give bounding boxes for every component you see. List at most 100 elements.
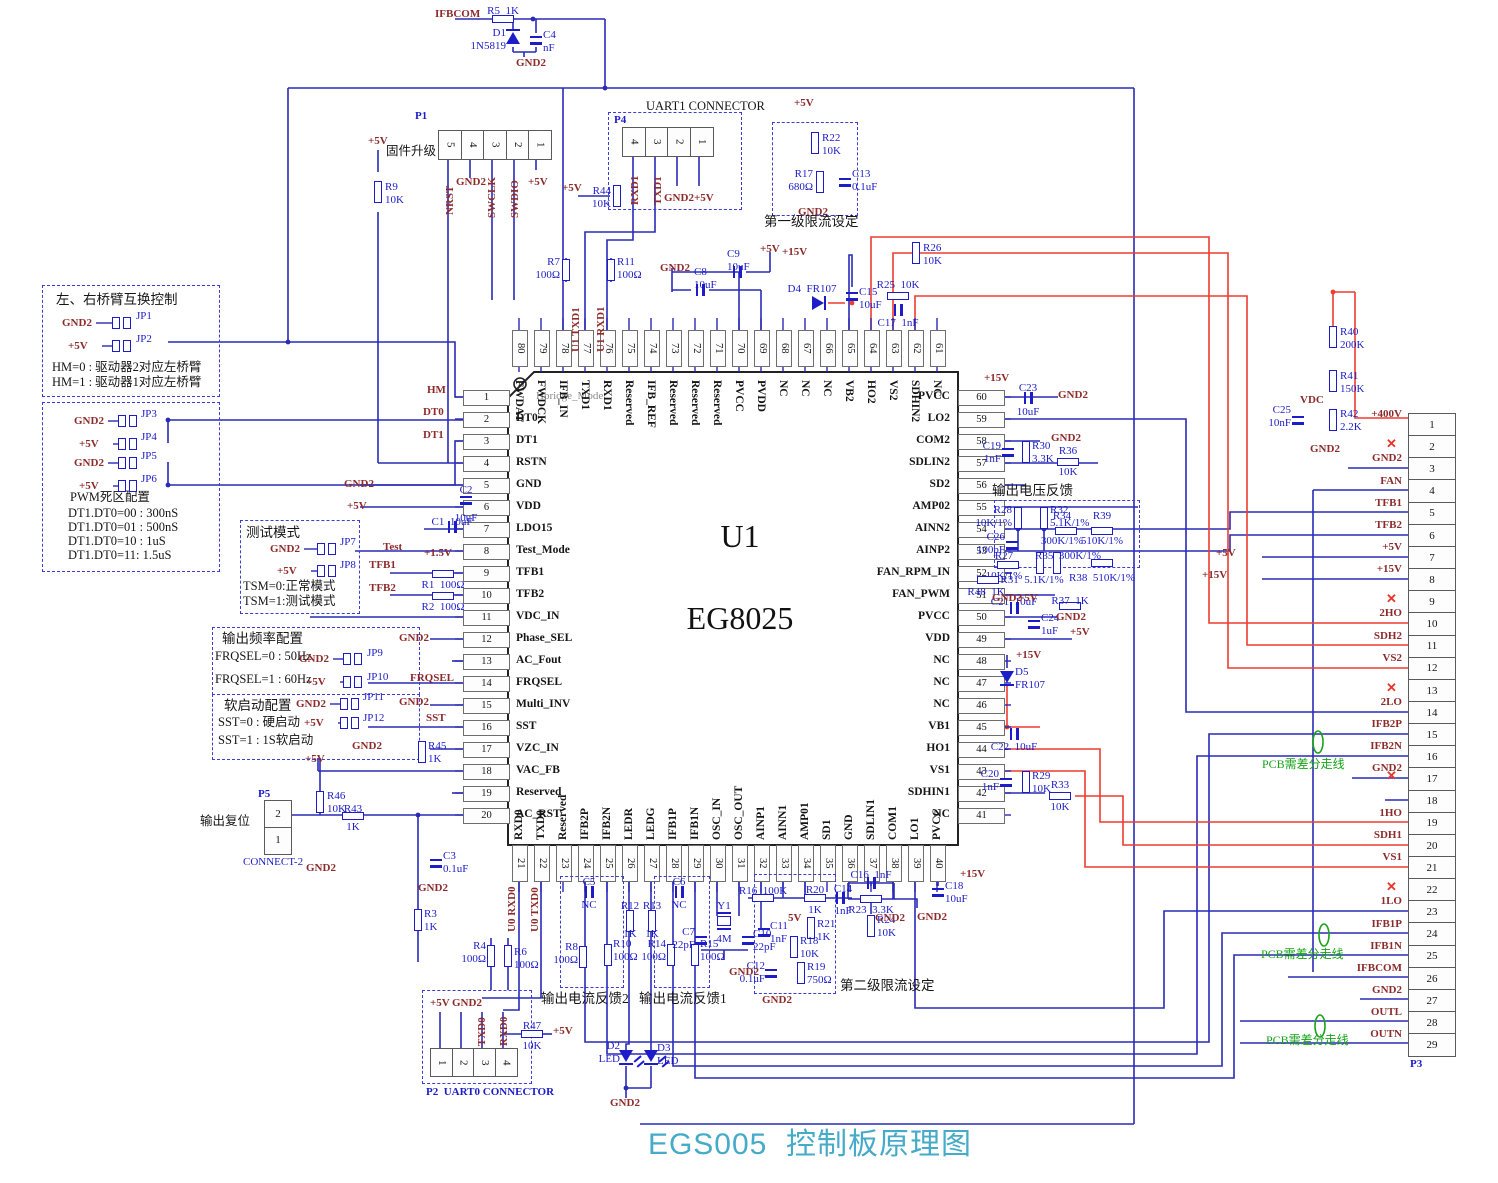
net-label: GND2 (875, 912, 905, 924)
chip-pin-name: VS1 (929, 764, 950, 776)
chip-pin-name: COM1 (887, 806, 899, 840)
component-value: 100pF (976, 543, 1005, 556)
chip-pin-number: 35 (820, 845, 836, 882)
pcb-routing-note: PCB需差分走线 (1262, 757, 1345, 771)
chip-pin-number: 10 (463, 588, 510, 604)
component-value: 10K (822, 144, 841, 157)
chip-pin-name: OSC_IN (711, 797, 723, 840)
resistor-icon (316, 791, 324, 813)
chip-pin-name: HO1 (926, 742, 950, 754)
no-connect-icon: ✕ (1386, 591, 1397, 607)
net-label: U1 TXD1 (570, 307, 582, 352)
chip-pin-number: 44 (958, 742, 1005, 758)
wire (1005, 534, 1408, 552)
component-ref: C19 (982, 440, 1001, 452)
component-ref: D1 (492, 27, 506, 39)
cap-plate-icon (846, 291, 858, 294)
resistor-icon (1329, 370, 1337, 392)
chip-pin-number: 57 (958, 456, 1005, 472)
net-label: TXD0 (476, 1017, 488, 1046)
crystal-icon (717, 916, 731, 926)
resistor-icon (816, 171, 824, 193)
resistor-icon (1329, 409, 1337, 431)
component-value: 10uF (727, 260, 750, 273)
chip-pin-number: 72 (688, 330, 704, 367)
wire (606, 155, 634, 330)
chip-pin-name: Reserved (711, 380, 723, 426)
chip-pin-name: VAC_FB (516, 764, 560, 776)
component-value: 1nF (834, 905, 852, 917)
jumper-pad-icon (351, 717, 359, 729)
jumper-net-label: +5V (277, 565, 297, 577)
function-label: 第一级限流设定 (764, 214, 859, 229)
chip-pin-number: 24 (578, 845, 594, 882)
jumper-pad-icon (354, 676, 362, 688)
chip-pin-number: 33 (776, 845, 792, 882)
chip-pin-name: Test_Mode (516, 544, 570, 556)
component-value: 100Ω (514, 958, 539, 971)
component-ref: R46 (327, 790, 346, 802)
component-value: 1K (346, 821, 360, 833)
config-note: FRQSEL=1 : 60Hz (215, 672, 312, 686)
component-value: 300K/1% (1040, 535, 1084, 547)
cap-plate-icon (530, 35, 542, 38)
chip-pin-name: COM2 (916, 434, 950, 446)
diff-pair-loop-icon (1312, 730, 1324, 754)
cap-plate-icon (900, 304, 903, 316)
config-note: DT1.DT0=10 : 1uS (68, 534, 166, 548)
p3-pin-cell: 21 (1408, 856, 1456, 881)
config-note: FRQSEL=0 : 50Hz (215, 649, 312, 663)
component-ref: R32 (1050, 504, 1069, 516)
p3-pin-cell: 25 (1408, 944, 1456, 969)
chip-pin-number: 12 (463, 632, 510, 648)
chip-pin-name: NC (777, 380, 789, 397)
component-ref: C22 (990, 741, 1010, 753)
resistor-icon (691, 944, 699, 966)
net-label: GND2 (992, 592, 1022, 604)
p3-pin-cell: 20 (1408, 833, 1456, 858)
resistor-icon (648, 910, 656, 932)
jumper-pad-icon (317, 565, 325, 577)
config-box (240, 520, 360, 614)
wire (914, 880, 1408, 1009)
function-label: 输出电流反馈1 (639, 991, 727, 1006)
net-label: GND2 (344, 478, 374, 490)
jumper-refdes: JP12 (363, 712, 385, 724)
wire (606, 755, 1408, 1055)
chip-pin-name: TFB2 (516, 588, 545, 600)
component-ref: R21 (817, 918, 836, 930)
wire (894, 898, 918, 908)
chip-pin-name: VB2 (843, 380, 855, 402)
jumper-refdes: JP11 (363, 691, 384, 703)
config-box (608, 112, 742, 210)
chip-pin-number: 25 (600, 845, 616, 882)
component-ref: C24 (1041, 612, 1060, 624)
component-ref: C1 (431, 516, 445, 528)
junction-dot (285, 339, 291, 345)
component-value: 10K (923, 254, 942, 267)
chip-pin-name: SST (516, 720, 537, 732)
jumper-pad-icon (129, 480, 137, 492)
p3-pin-cell: 24 (1408, 922, 1456, 947)
net-label: +15V (782, 246, 808, 258)
chip-pin-number: 31 (732, 845, 748, 882)
resistor-icon (607, 259, 615, 281)
cap-plate-icon (839, 184, 851, 187)
chip-pin-name: IFB1N (689, 806, 701, 840)
component-ref: R8 (565, 941, 578, 953)
net-label: +5V (1018, 592, 1038, 604)
chip-pin-number: 77 (578, 330, 594, 367)
cap-plate-icon (742, 942, 754, 945)
wire (482, 880, 542, 999)
jumper-pad-icon (343, 676, 351, 688)
